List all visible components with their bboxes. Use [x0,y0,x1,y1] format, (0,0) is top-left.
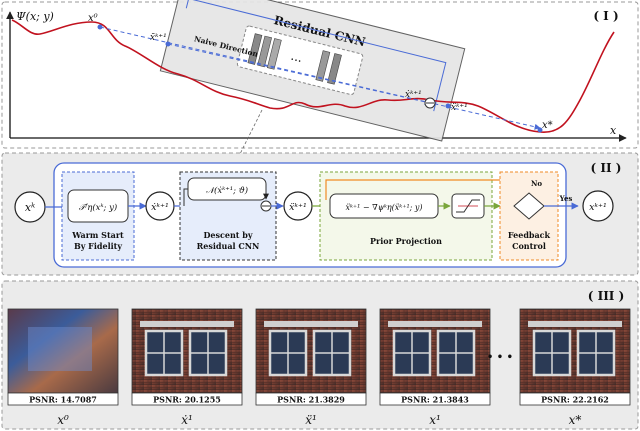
psnr-caption-box [7,392,119,406]
feedback-yes-label: Yes [559,194,573,203]
y-axis-label: Ψ(x; y) [16,10,54,23]
feedback-label-1: Feedback [508,230,551,240]
psnr-value: PSNR: 22.2162 [541,395,609,405]
point-xddot-label: ẍᵏ⁺¹ [451,103,468,113]
window-mullion [534,331,570,375]
feedback-no-label: No [531,179,542,188]
panel-three-tag: ( III ) [588,289,625,303]
image-label: x¹ [429,413,441,427]
window-mullion [394,331,430,375]
x-axis-label: x [610,124,617,137]
window-mullion [190,331,226,375]
cnn-label-1: Descent by [203,230,252,240]
cnn-layers-icon: ··· [247,33,342,85]
psnr-value: PSNR: 20.1255 [153,395,221,405]
window-mullion [146,331,182,375]
point-x0 [97,24,103,30]
window-mullion [578,331,614,375]
window-mullion [270,331,306,375]
point-xdot-label: ẋᵏ⁺¹ [405,90,422,100]
node-xddot-label: ẍᵏ⁺¹ [289,202,307,213]
point-xddot [445,103,451,109]
image-label: x⁰ [57,413,69,427]
psnr-value: PSNR: 21.3829 [277,395,345,405]
lintel-shape [140,321,234,327]
point-xk1 [165,41,171,47]
point-x0-label: x⁰ [88,13,98,24]
lintel-shape [264,321,358,327]
result-thumbnails: PSNR: 14.7087 x⁰ PSNR: 20.1255 ẋ¹ PSNR: 21.3… [7,308,631,427]
result-thumbnail: PSNR: 21.3829 ẍ¹ [255,308,367,427]
panel-connector [227,109,263,179]
warm-start-label-2: By Fidelity [74,241,122,251]
panel-two-tag: ( II ) [591,161,622,175]
thumbnail-image [7,308,119,394]
naive-direction-path [167,43,431,105]
node-xk-label: xᵏ [25,201,35,214]
descent-path [99,26,541,130]
point-xk1-label: x̄ᵏ⁺¹ [150,33,167,43]
node-xk1-label: xᵏ⁺¹ [589,202,607,213]
psnr-caption-box [255,392,367,406]
lintel-shape [528,321,622,327]
result-thumbnail: PSNR: 22.2162 x* [519,308,631,427]
image-label: ẍ¹ [305,413,317,427]
result-thumbnail: PSNR: 20.1255 ẋ¹ [131,308,243,427]
panel-two: ( II ) xᵏ 𝒯ᶠη(xᵏ; y) Warm Start By Fidel… [1,152,639,276]
node-xdot-label: ẋᵏ⁺¹ [151,202,169,213]
point-xstar [537,127,543,133]
skip-connection-line [185,0,447,112]
psnr-value: PSNR: 21.3843 [401,395,469,405]
psnr-caption-box [519,392,631,406]
result-thumbnail: PSNR: 21.3843 x¹ [379,308,491,427]
prior-op-label: ẍᵏ⁺¹ − ∇ψᵏη(ẍᵏ⁺¹; y) [345,203,422,212]
cnn-op-label: 𝒩(ẋᵏ⁺¹; ϑ) [206,185,248,196]
objective-curve [11,19,615,133]
image-label: ẋ¹ [181,413,193,427]
window-mullion [438,331,474,375]
lintel-shape [388,321,482,327]
panel-one: ( I ) Ψ(x; y) x Residual CNN ··· Naive D… [1,0,639,149]
feedback-diamond [513,192,545,220]
psnr-caption-box [379,392,491,406]
blurred-window-shape [28,327,92,371]
cnn-label-2: Residual CNN [197,241,260,251]
result-thumbnail: PSNR: 14.7087 x⁰ [7,308,119,427]
ellipsis: • • • [487,352,513,363]
psnr-caption-box [131,392,243,406]
window-mullion [314,331,350,375]
image-label: x* [569,413,582,427]
prior-label: Prior Projection [370,236,442,246]
warm-start-label-1: Warm Start [71,230,124,240]
warm-start-op-label: 𝒯ᶠη(xᵏ; y) [79,202,117,213]
svg-text:···: ··· [289,52,303,68]
panel-one-tag: ( I ) [593,9,618,23]
feedback-label-2: Control [512,241,546,251]
node-xk1 [582,190,614,222]
point-xstar-label: x* [542,120,553,131]
psnr-value: PSNR: 14.7087 [29,395,97,405]
